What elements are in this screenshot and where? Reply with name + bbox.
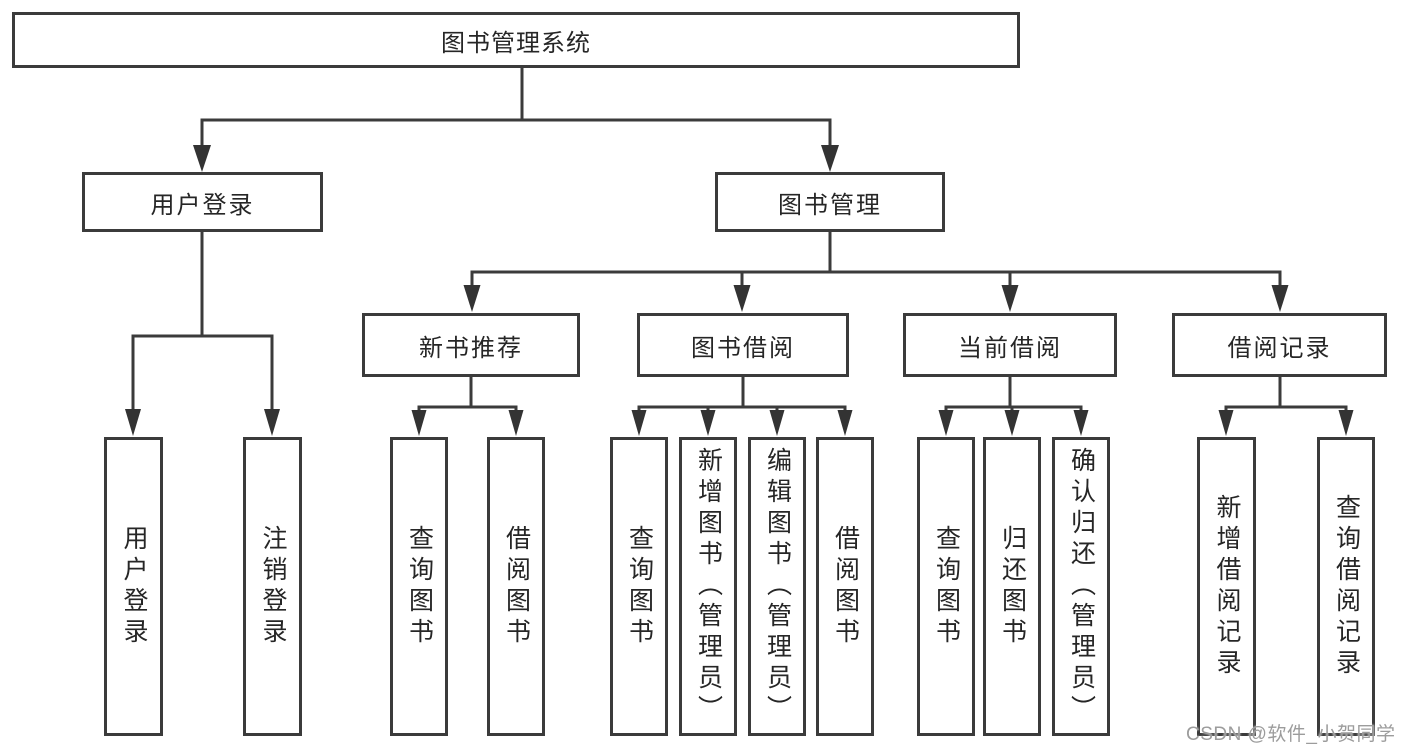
leaf-label: 查询图书 [405,524,434,649]
node-label: 借阅记录 [1227,334,1332,362]
leaf-label: 新增借阅记录 [1213,493,1241,680]
leaf-query-books-current: 查询图书 [917,437,975,736]
node-book-management-system: 图书管理系统 [12,12,1020,68]
leaf-query-borrow-record: 查询借阅记录 [1317,437,1375,736]
arrowheads [125,145,1354,436]
leaf-label: 借阅图书 [502,524,531,649]
leaf-logout-login: 注销登录 [243,437,302,736]
leaf-label: 归还图书 [998,524,1027,649]
leaf-borrow-books-borrow: 借阅图书 [816,437,874,736]
leaf-query-books-newbook: 查询图书 [390,437,448,736]
leaf-label: 查询图书 [932,524,961,649]
connector-root [200,66,832,147]
connector-book-management [470,230,1282,288]
connector-user-login [131,230,274,412]
node-label: 新书推荐 [419,334,523,362]
leaf-label: 用户登录 [120,524,148,649]
node-label: 用户登录 [150,191,255,219]
leaf-label: 查询借阅记录 [1332,493,1361,680]
node-label: 图书借阅 [691,334,795,362]
node-new-book-recommend: 新书推荐 [362,313,580,377]
connector-borrow-record [1224,376,1348,413]
node-label: 图书管理 [778,191,882,219]
leaf-query-books-borrow: 查询图书 [610,437,668,736]
node-borrow-record: 借阅记录 [1172,313,1387,377]
watermark: CSDN @软件_小贺同学 [1186,724,1396,745]
node-current-borrow: 当前借阅 [903,313,1117,377]
leaf-label: 注销登录 [259,524,287,649]
connector-current-borrow [944,376,1083,413]
leaf-label: 借阅图书 [831,524,860,649]
connector-new-book [417,376,518,413]
node-book-management: 图书管理 [715,172,945,232]
leaf-borrow-books-newbook: 借阅图书 [487,437,545,736]
leaf-edit-book-admin: 编辑图书（管理员） [748,437,806,736]
leaf-return-book: 归还图书 [983,437,1041,736]
node-book-borrow: 图书借阅 [637,313,849,377]
leaf-add-borrow-record: 新增借阅记录 [1197,437,1256,736]
leaf-label: 新增图书（管理员） [694,447,723,726]
node-user-login: 用户登录 [82,172,323,232]
node-label: 图书管理系统 [441,29,591,57]
leaf-label: 确认归还（管理员） [1067,447,1096,726]
node-label: 当前借阅 [958,334,1062,362]
leaf-add-book-admin: 新增图书（管理员） [679,437,737,736]
connector-book-borrow [637,376,847,413]
leaf-label: 查询图书 [625,524,654,649]
leaf-confirm-return-admin: 确认归还（管理员） [1052,437,1110,736]
leaf-label: 编辑图书（管理员） [763,447,792,726]
leaf-user-login: 用户登录 [104,437,163,736]
